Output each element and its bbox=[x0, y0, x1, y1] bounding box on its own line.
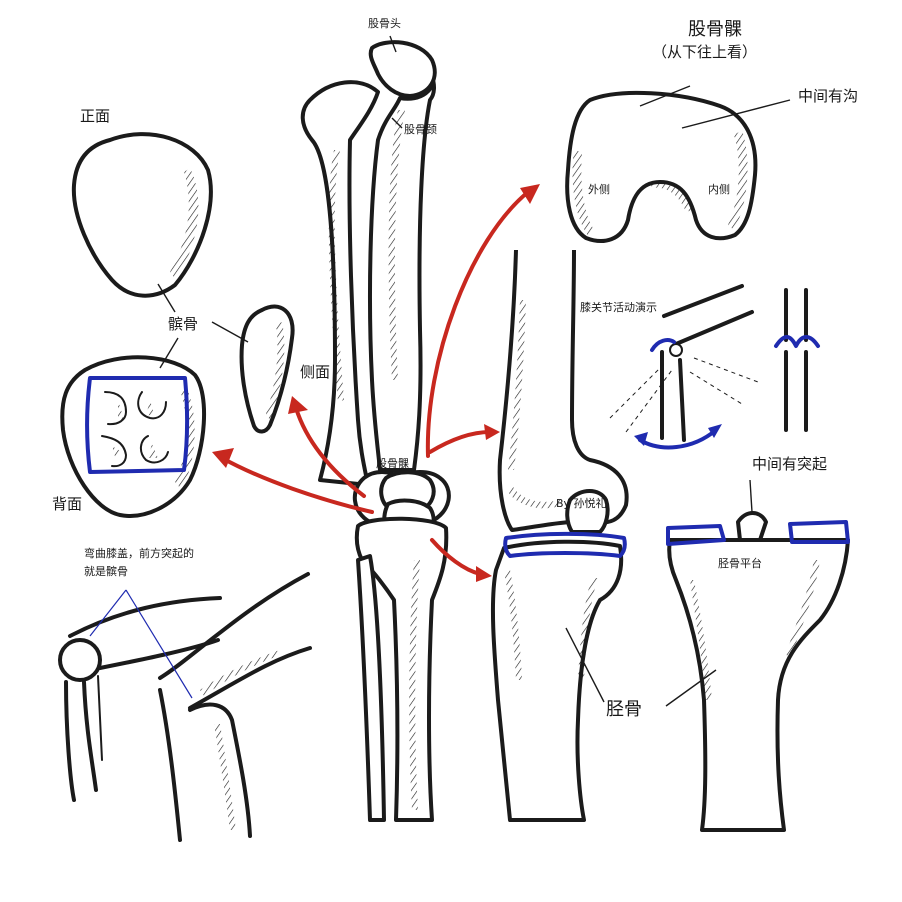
condyle-subtitle: （从下往上看） bbox=[652, 43, 758, 61]
side-view-label: 侧面 bbox=[300, 363, 331, 381]
central-knee-shape bbox=[353, 470, 451, 822]
tibia-label: 胫骨 bbox=[606, 699, 642, 720]
straight-leg-mini-diagram bbox=[774, 288, 820, 432]
tibial-plateau-shape bbox=[666, 511, 850, 832]
knee-demo-diagram bbox=[609, 284, 759, 450]
back-view-label: 背面 bbox=[52, 495, 83, 513]
femoral-neck-label: 股骨颈 bbox=[404, 123, 437, 136]
patella-label: 髌骨 bbox=[168, 315, 199, 333]
patella-front-shape bbox=[71, 132, 213, 298]
condyle-title: 股骨髁 bbox=[688, 19, 742, 40]
lateral-label: 外侧 bbox=[588, 183, 610, 196]
bend-note-line1: 弯曲膝盖，前方突起的 bbox=[84, 547, 194, 560]
femoral-condyle-center-label: 股骨髁 bbox=[376, 457, 409, 470]
medial-label: 内侧 bbox=[708, 183, 730, 196]
red-arrows bbox=[212, 184, 540, 582]
knee-demo-label: 膝关节活动演示 bbox=[580, 301, 657, 314]
condyle-bottom-view-shape bbox=[565, 90, 758, 243]
bent-knee-sketch-right bbox=[158, 572, 312, 842]
patella-back-shape bbox=[60, 355, 206, 518]
middle-bump-label: 中间有突起 bbox=[752, 455, 828, 473]
right-knee-femur-shape bbox=[497, 249, 629, 534]
signature-text: By 孙悦礼 bbox=[556, 497, 607, 510]
bent-knee-sketch-left bbox=[58, 596, 222, 802]
patella-side-shape bbox=[239, 304, 295, 434]
middle-groove-label: 中间有沟 bbox=[798, 87, 859, 105]
femoral-head-label: 股骨头 bbox=[368, 17, 401, 30]
femur-shape bbox=[300, 50, 436, 487]
front-view-label: 正面 bbox=[80, 107, 111, 125]
right-knee-tibia-shape bbox=[490, 531, 627, 822]
bend-note-line2: 就是髌骨 bbox=[84, 565, 128, 578]
femoral-head-shape bbox=[368, 40, 437, 98]
tibial-plateau-label: 胫骨平台 bbox=[718, 557, 762, 570]
